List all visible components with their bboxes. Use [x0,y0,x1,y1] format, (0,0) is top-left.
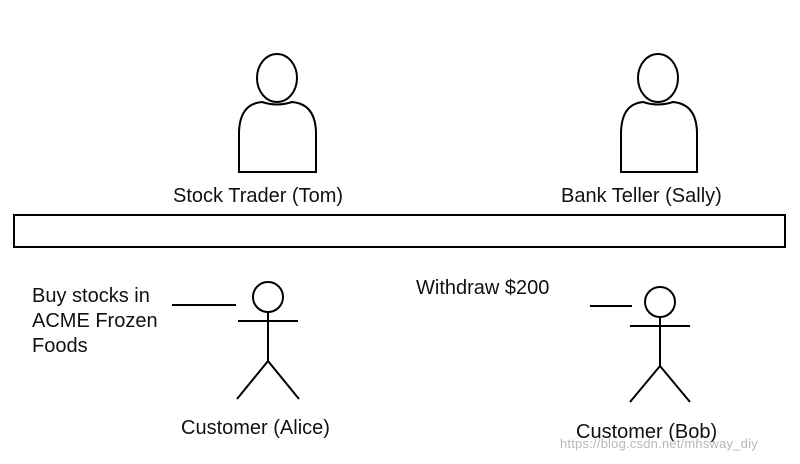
bank-teller-figure [620,53,698,173]
bank-teller-body [620,100,698,173]
alice-request-label: Buy stocks in ACME Frozen Foods [32,285,158,357]
bank-teller-label: Bank Teller (Sally) [561,185,722,207]
alice-left-leg [236,360,269,400]
stock-trader-figure [238,53,317,173]
customer-alice-label: Customer (Alice) [181,417,330,439]
bob-left-leg [629,365,661,403]
customer-alice-figure [236,281,300,400]
bob-head [644,286,676,318]
stock-trader-label: Stock Trader (Tom) [173,185,344,207]
stock-trader-body [238,100,317,173]
customer-bob-figure [629,286,691,403]
bob-request-label: Withdraw $200 [416,277,550,299]
bob-right-leg [659,365,691,403]
bank-teller-head [637,53,679,103]
alice-head [252,281,284,313]
watermark-text: https://blog.csdn.net/mhsway_diy [560,436,758,451]
counter-bar [13,214,786,248]
stock-trader-head [256,53,298,103]
alice-right-leg [267,360,300,400]
customer-bob-label: Customer (Bob) [576,421,718,443]
